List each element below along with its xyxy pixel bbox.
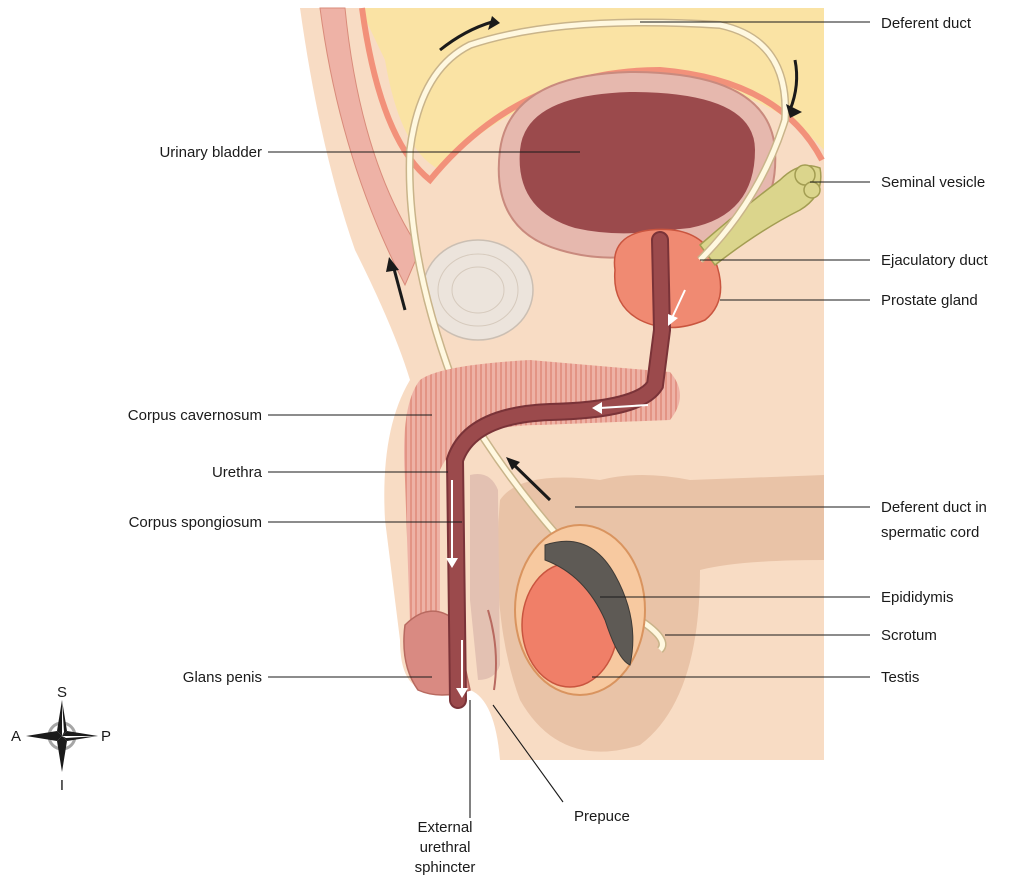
label-deferent-duct-cord-2: spermatic cord bbox=[881, 524, 979, 541]
label-deferent-duct: Deferent duct bbox=[881, 15, 972, 32]
label-external-sphincter-3: sphincter bbox=[415, 859, 476, 876]
label-testis: Testis bbox=[881, 669, 919, 686]
pubic-symphysis bbox=[423, 240, 533, 340]
label-urethra: Urethra bbox=[212, 464, 263, 481]
bladder-lumen bbox=[520, 92, 755, 233]
label-ejaculatory-duct: Ejaculatory duct bbox=[881, 252, 989, 269]
compass-rose: S I A P bbox=[11, 684, 111, 794]
label-corpus-spongiosum: Corpus spongiosum bbox=[129, 514, 262, 531]
label-corpus-cavernosum: Corpus cavernosum bbox=[128, 407, 262, 424]
label-scrotum: Scrotum bbox=[881, 627, 937, 644]
label-external-sphincter-2: urethral bbox=[420, 839, 471, 856]
label-prostate-gland: Prostate gland bbox=[881, 292, 978, 309]
compass-east: P bbox=[101, 728, 111, 745]
label-external-sphincter-1: External bbox=[417, 819, 472, 836]
compass-west: A bbox=[11, 728, 21, 745]
label-epididymis: Epididymis bbox=[881, 589, 954, 606]
label-prepuce: Prepuce bbox=[574, 808, 630, 825]
compass-north: S bbox=[57, 684, 67, 701]
label-seminal-vesicle: Seminal vesicle bbox=[881, 174, 985, 191]
label-glans-penis: Glans penis bbox=[183, 669, 262, 686]
compass-south: I bbox=[60, 777, 64, 794]
label-urinary-bladder: Urinary bladder bbox=[159, 144, 262, 161]
label-deferent-duct-cord-1: Deferent duct in bbox=[881, 499, 987, 516]
